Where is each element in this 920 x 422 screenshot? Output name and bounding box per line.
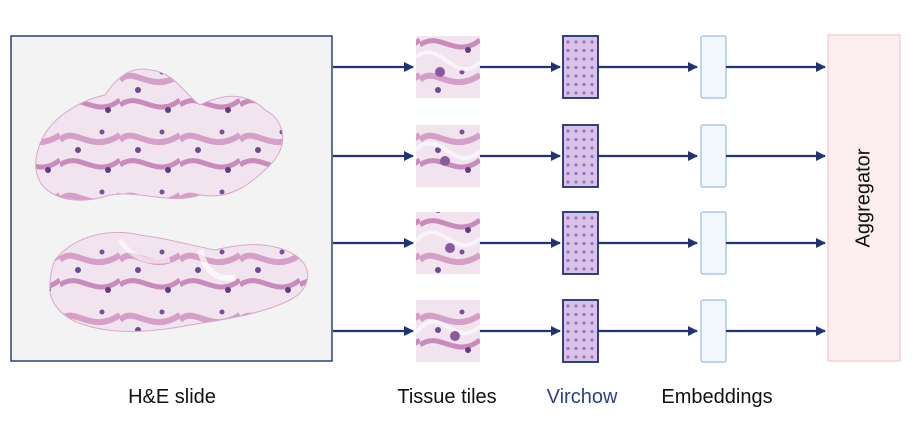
pipeline-rows [333, 35, 826, 363]
tissue-tile-2 [414, 125, 482, 187]
pipeline-row-1 [333, 35, 826, 99]
he-slide [10, 35, 333, 362]
tissue-tile-1 [414, 36, 482, 98]
virchow-block-2 [562, 124, 599, 188]
tissue-fragment-bottom [49, 232, 309, 332]
embedding-vector-4 [700, 299, 727, 363]
label-embeddings: Embeddings [661, 386, 773, 408]
pipeline-row-3 [333, 211, 826, 275]
embedding-vector-1 [700, 35, 727, 99]
virchow-block-4 [562, 299, 599, 363]
label-he-slide: H&E slide [128, 386, 216, 408]
label-tissue-tiles: Tissue tiles [397, 386, 497, 408]
label-virchow: Virchow [546, 386, 618, 408]
virchow-block-3 [562, 211, 599, 275]
tissue-tile-4 [414, 300, 482, 362]
virchow-block-1 [562, 35, 599, 99]
tissue-tile-3 [414, 212, 482, 274]
embedding-vector-3 [700, 211, 727, 275]
aggregator-label: Aggregator [852, 148, 874, 247]
aggregator-block: Aggregator [827, 34, 901, 362]
pipeline-row-4 [333, 299, 826, 363]
embedding-vector-2 [700, 124, 727, 188]
pipeline-row-2 [333, 124, 826, 188]
tissue-fragment-top [35, 68, 284, 201]
